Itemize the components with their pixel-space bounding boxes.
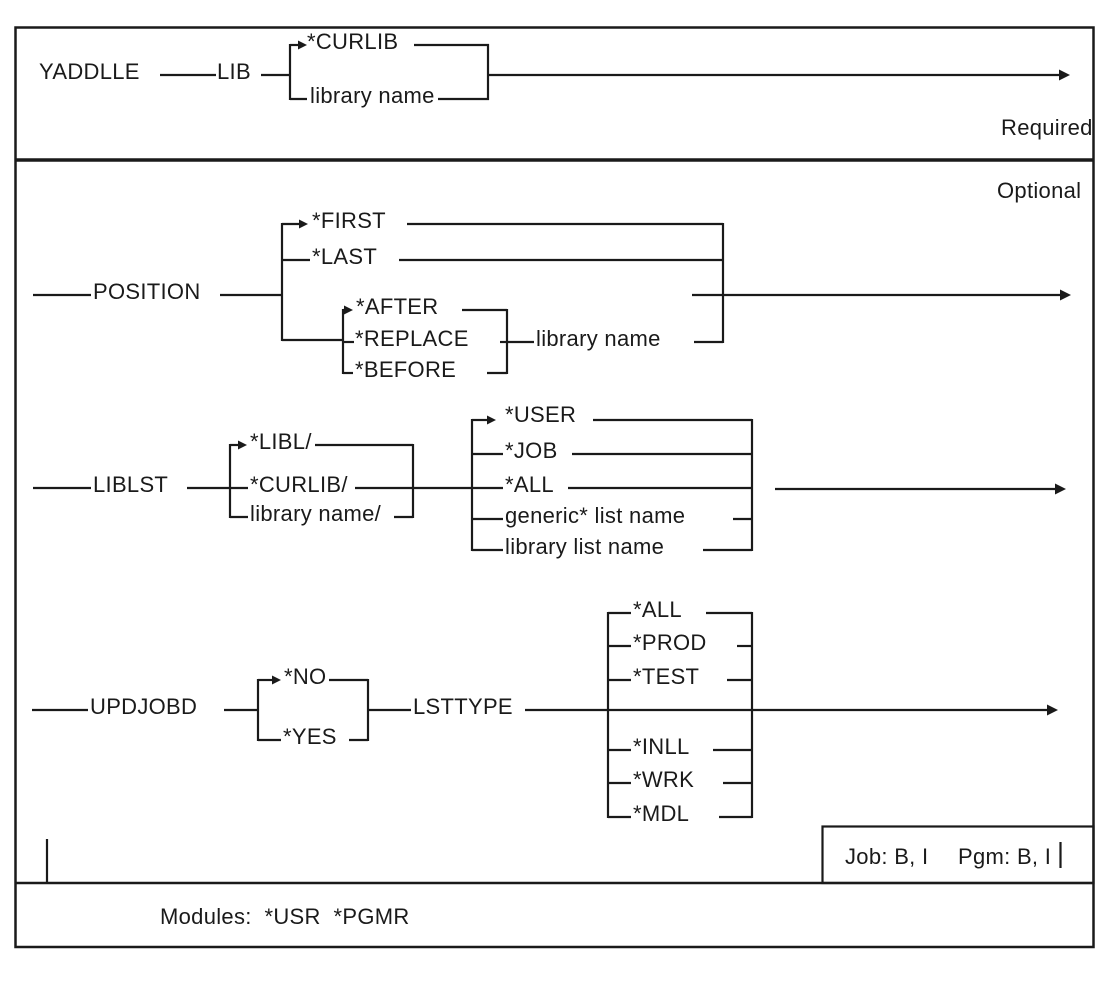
- liblst-list-library-list: library list name: [505, 534, 665, 559]
- position-option-before: *BEFORE: [355, 357, 457, 382]
- position-option-first: *FIRST: [312, 208, 386, 233]
- lsttype-option-mdl: *MDL: [633, 801, 690, 826]
- position-option-after: *AFTER: [356, 294, 439, 319]
- liblst-qual-curlib: *CURLIB/: [250, 472, 348, 497]
- default-choice-arrow-icon: [238, 440, 247, 450]
- row-liblst-lines: [33, 415, 1066, 552]
- param-updjobd: UPDJOBD: [90, 694, 198, 719]
- default-choice-arrow-icon: [272, 675, 281, 685]
- lib-option-curlib: *CURLIB: [307, 29, 399, 54]
- param-lsttype: LSTTYPE: [413, 694, 513, 719]
- position-option-replace: *REPLACE: [355, 326, 469, 351]
- lsttype-option-prod: *PROD: [633, 630, 707, 655]
- default-choice-arrow-icon: [298, 40, 307, 50]
- flow-arrow-icon: [1060, 289, 1071, 301]
- position-option-last: *LAST: [312, 244, 378, 269]
- required-section-label: Required: [1001, 115, 1093, 140]
- default-choice-arrow-icon: [299, 219, 308, 229]
- param-position: POSITION: [93, 279, 201, 304]
- diagram-frame: [14, 26, 1095, 949]
- liblst-qual-libl: *LIBL/: [250, 429, 312, 454]
- row-updjobd-lsttype-lines: [32, 611, 1058, 819]
- position-operand-library-name: library name: [536, 326, 661, 351]
- row-position-lines: [33, 219, 1071, 375]
- param-liblst: LIBLST: [93, 472, 169, 497]
- lsttype-option-test: *TEST: [633, 664, 700, 689]
- liblst-list-user: *USER: [505, 402, 577, 427]
- param-lib: LIB: [217, 59, 251, 84]
- row-lib-lines: [160, 40, 1070, 101]
- flow-arrow-icon: [1047, 704, 1058, 716]
- optional-section-label: Optional: [997, 178, 1082, 203]
- lsttype-option-all: *ALL: [633, 597, 682, 622]
- lsttype-option-wrk: *WRK: [633, 767, 695, 792]
- default-choice-arrow-icon: [487, 415, 496, 425]
- updjobd-option-no: *NO: [284, 664, 327, 689]
- environment-pgm-label: Pgm: B, I: [958, 844, 1052, 869]
- environment-job-label: Job: B, I: [845, 844, 929, 869]
- liblst-list-generic: generic* list name: [505, 503, 686, 528]
- liblst-qual-library-name: library name/: [250, 501, 382, 526]
- liblst-list-all: *ALL: [505, 472, 554, 497]
- liblst-list-job: *JOB: [505, 438, 558, 463]
- environment-box: [821, 825, 1095, 885]
- modules-label: Modules: *USR *PGMR: [160, 904, 410, 929]
- lib-option-library-name: library name: [310, 83, 435, 108]
- updjobd-option-yes: *YES: [283, 724, 337, 749]
- command-name: YADDLLE: [39, 59, 140, 84]
- default-choice-arrow-icon: [344, 305, 353, 315]
- flow-arrow-icon: [1055, 483, 1066, 495]
- flow-arrow-icon: [1059, 69, 1070, 81]
- lsttype-option-inll: *INLL: [633, 734, 690, 759]
